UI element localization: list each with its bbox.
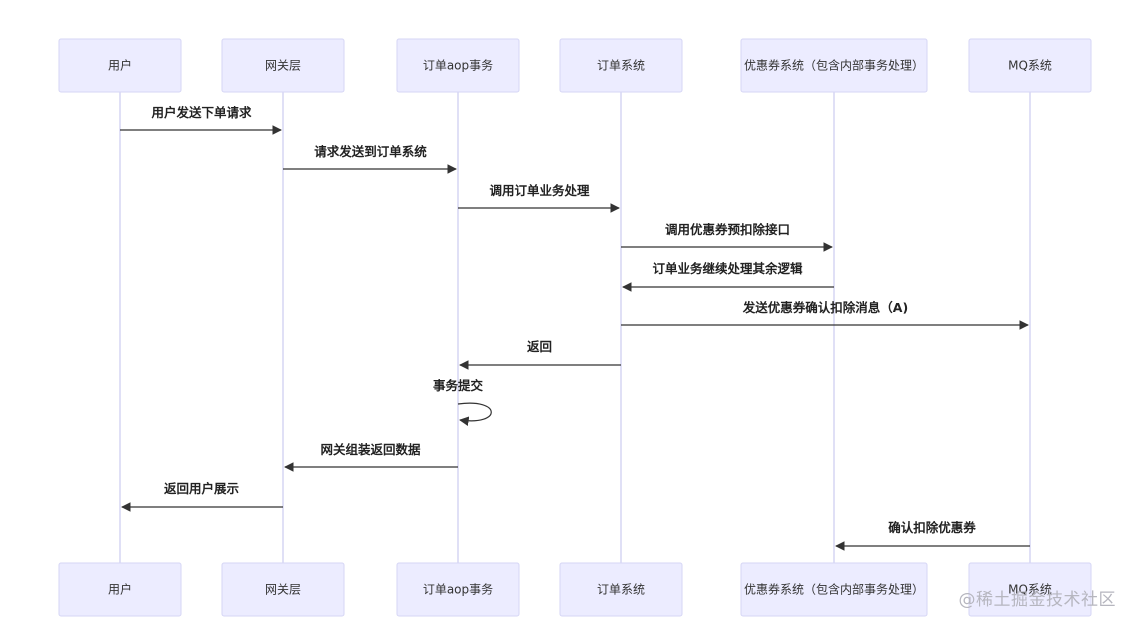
participant-label: MQ系统: [1008, 583, 1052, 597]
self-message-arrow: [457, 402, 492, 426]
message-label: 调用订单业务处理: [489, 183, 590, 198]
message-9: 网关组装返回数据: [284, 442, 458, 472]
message-10: 返回用户展示: [121, 481, 283, 512]
participant-label: 订单系统: [597, 583, 645, 597]
participant-label: 用户: [108, 582, 132, 597]
message-label: 返回用户展示: [164, 481, 240, 496]
participant-box: [559, 562, 683, 617]
message-1: 用户发送下单请求: [120, 105, 282, 135]
participant-mq-system-top: MQ系统: [968, 38, 1092, 93]
message-2: 请求发送到订单系统: [283, 144, 457, 174]
participant-mq-system-bottom: MQ系统: [968, 562, 1092, 617]
message-label: 事务提交: [433, 378, 484, 393]
participant-coupon-system-top: 优惠券系统（包含内部事务处理）: [740, 38, 928, 93]
message-label: 发送优惠券确认扣除消息（A): [742, 300, 908, 315]
participant-box: [968, 38, 1092, 93]
participant-label: MQ系统: [1008, 59, 1052, 73]
participant-label: 网关层: [265, 583, 301, 597]
message-4: 调用优惠券预扣除接口: [621, 222, 833, 252]
participant-order-aop-bottom: 订单aop事务: [396, 562, 520, 617]
participant-order-aop-top: 订单aop事务: [396, 38, 520, 93]
participants: 用户用户网关层网关层订单aop事务订单aop事务订单系统订单系统优惠券系统（包含…: [58, 38, 1092, 617]
participant-box: [396, 38, 520, 93]
participant-box: [58, 38, 182, 93]
message-7: 返回: [459, 339, 621, 370]
message-11: 确认扣除优惠券: [835, 520, 1030, 551]
participant-user-bottom: 用户: [58, 562, 182, 617]
participant-box: [221, 562, 345, 617]
participant-label: 优惠券系统（包含内部事务处理）: [744, 58, 924, 73]
participant-user-top: 用户: [58, 38, 182, 93]
participant-label: 订单系统: [597, 59, 645, 73]
message-label: 确认扣除优惠券: [888, 520, 976, 535]
message-label: 调用优惠券预扣除接口: [665, 222, 790, 237]
participant-label: 订单aop事务: [423, 582, 493, 597]
message-label: 返回: [527, 339, 552, 354]
messages: 用户发送下单请求请求发送到订单系统调用订单业务处理调用优惠券预扣除接口订单业务继…: [120, 105, 1030, 551]
participant-label: 订单aop事务: [423, 58, 493, 73]
participant-box: [740, 562, 928, 617]
message-8: 事务提交: [433, 378, 492, 426]
participant-coupon-system-bottom: 优惠券系统（包含内部事务处理）: [740, 562, 928, 617]
lifelines: [119, 92, 1031, 563]
participant-order-system-top: 订单系统: [559, 38, 683, 93]
participant-box: [740, 38, 928, 93]
watermark: @稀土掘金技术社区: [958, 590, 1116, 610]
message-6: 发送优惠券确认扣除消息（A): [621, 300, 1029, 330]
participant-gateway-bottom: 网关层: [221, 562, 345, 617]
message-label: 网关组装返回数据: [320, 442, 421, 457]
participant-box: [968, 562, 1092, 617]
participant-box: [58, 562, 182, 617]
participant-label: 网关层: [265, 59, 301, 73]
participant-box: [221, 38, 345, 93]
participant-label: 用户: [108, 58, 132, 73]
participant-label: 优惠券系统（包含内部事务处理）: [744, 582, 924, 597]
message-label: 用户发送下单请求: [150, 105, 252, 120]
message-3: 调用订单业务处理: [458, 183, 620, 213]
message-label: 请求发送到订单系统: [314, 144, 427, 159]
participant-box: [559, 38, 683, 93]
participant-gateway-top: 网关层: [221, 38, 345, 93]
participant-order-system-bottom: 订单系统: [559, 562, 683, 617]
participant-box: [396, 562, 520, 617]
message-label: 订单业务继续处理其余逻辑: [652, 261, 803, 276]
message-5: 订单业务继续处理其余逻辑: [622, 261, 834, 292]
